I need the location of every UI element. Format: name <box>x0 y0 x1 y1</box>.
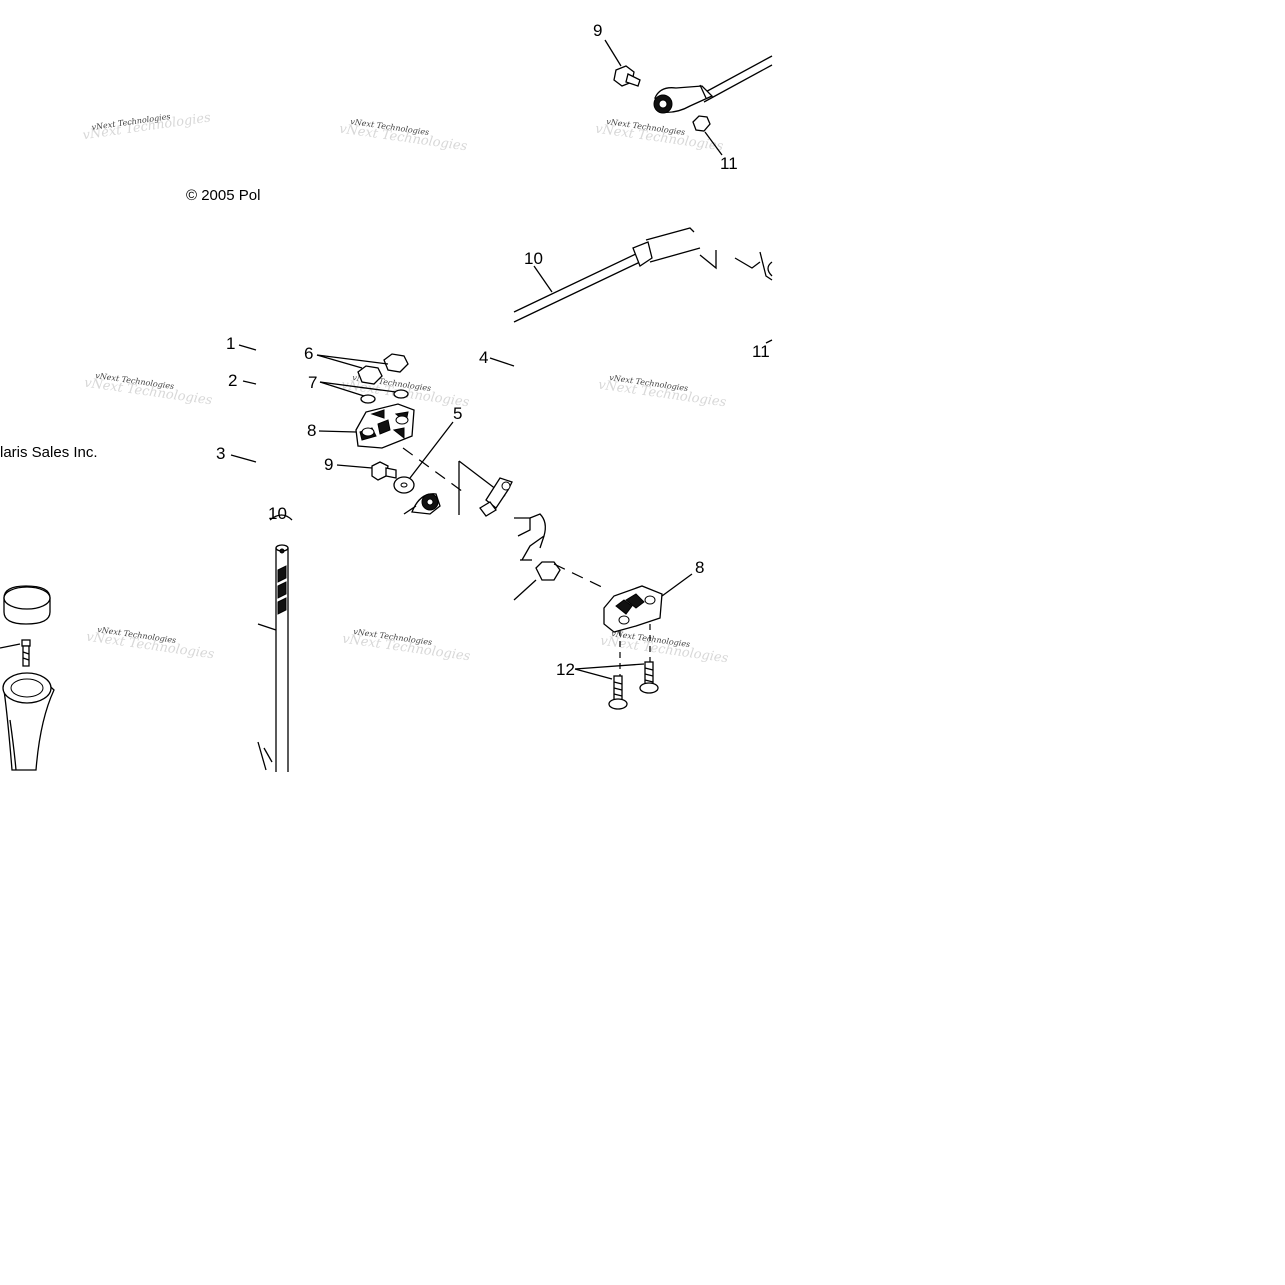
callout-8-right: 8 <box>695 558 704 577</box>
shift-knob-detail <box>0 585 55 771</box>
callout-10-right: 10 <box>524 249 543 268</box>
callout-10-left: 10 <box>268 504 287 523</box>
callout-6: 6 <box>304 344 313 363</box>
callout-9-mid: 9 <box>324 455 333 474</box>
callout-2: 2 <box>228 371 237 390</box>
callout-9-top: 9 <box>593 21 602 40</box>
callout-3: 3 <box>216 444 225 463</box>
callout-8-left: 8 <box>307 421 316 440</box>
tie-rod-detail <box>513 227 773 344</box>
watermark-8: vNext Technologies vNext Technologies <box>341 627 471 664</box>
tie-rod-end-detail <box>604 39 773 156</box>
watermark-6: vNext Technologies vNext Technologies <box>597 373 727 410</box>
watermark-4: vNext Technologies vNext Technologies <box>83 371 213 408</box>
copyright-fragment-1: © 2005 Pol <box>186 187 260 204</box>
shift-rod-detail <box>257 514 293 772</box>
watermark-1: vNext Technologies vNext Technologies <box>82 110 212 143</box>
watermark-2: vNext Technologies vNext Technologies <box>338 117 468 154</box>
watermark-7: vNext Technologies vNext Technologies <box>85 625 215 662</box>
callout-5: 5 <box>453 404 462 423</box>
lower-clamp-assembly <box>513 513 693 710</box>
copyright-fragment-2: laris Sales Inc. <box>0 444 98 461</box>
callout-11-top: 11 <box>720 154 738 173</box>
watermarks: vNext Technologies vNext Technologies vN… <box>82 110 730 666</box>
callout-1: 1 <box>226 334 235 353</box>
clamp-assembly <box>230 344 515 517</box>
watermark-9: vNext Technologies vNext Technologies <box>599 629 729 666</box>
callout-7: 7 <box>308 373 317 392</box>
callout-12: 12 <box>556 660 575 679</box>
callout-11-right: 11 <box>752 342 770 361</box>
callout-4: 4 <box>479 348 488 367</box>
